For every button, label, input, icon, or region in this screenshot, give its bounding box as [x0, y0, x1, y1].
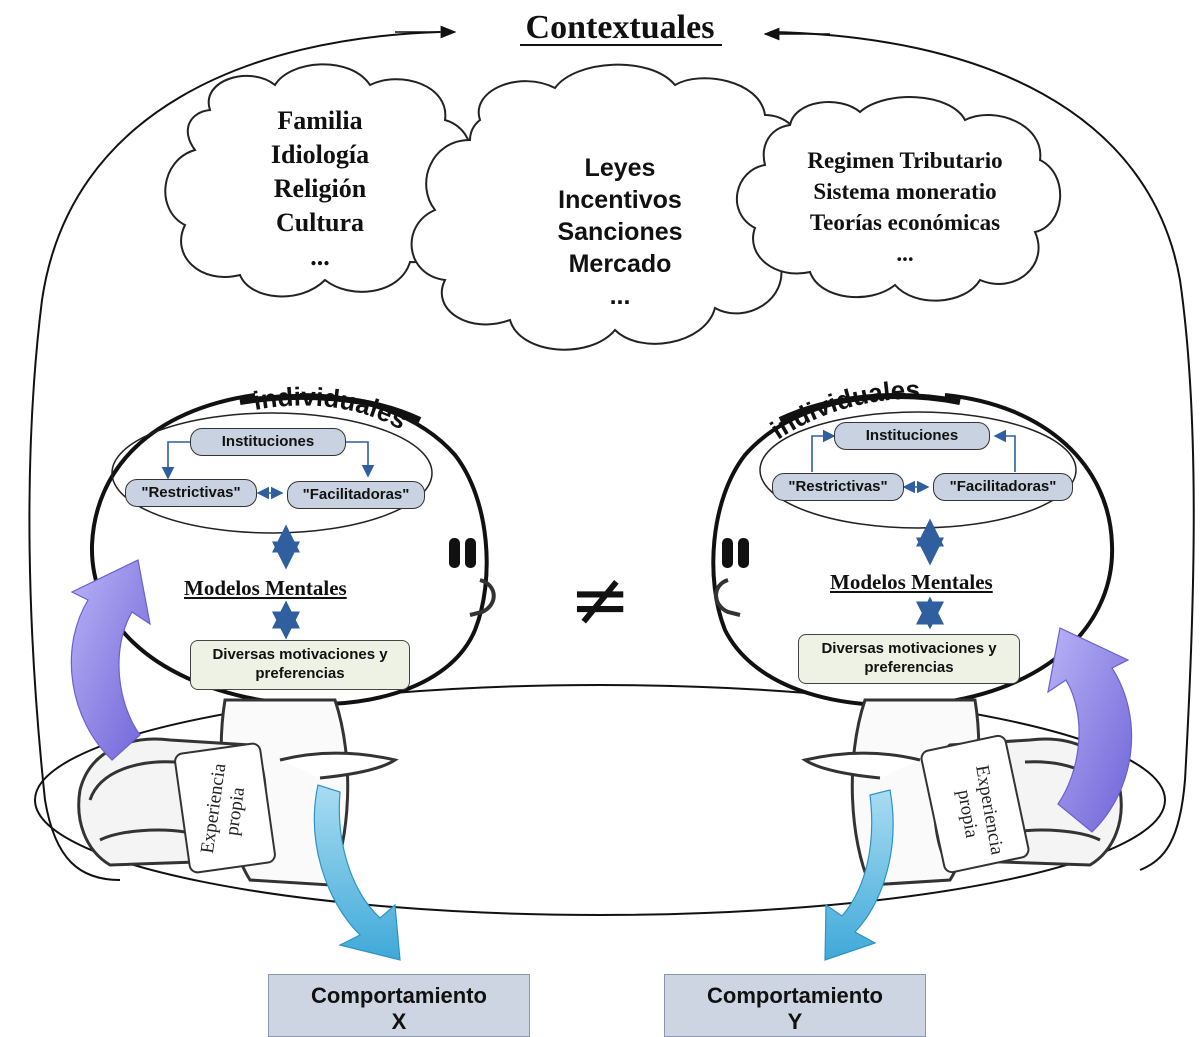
right-motivations-box: Diversas motivaciones y preferencias — [798, 634, 1020, 684]
cloud-right-text: Regimen Tributario Sistema moneratio Teo… — [770, 145, 1040, 269]
left-motivations-line: Diversas motivaciones y — [212, 646, 388, 663]
cloud-center-line: Mercado — [568, 250, 672, 278]
not-equal-symbol: ≠ — [568, 557, 631, 643]
right-institutions-pill: Instituciones — [834, 422, 990, 450]
cloud-right-line: Sistema moneratio — [813, 179, 997, 204]
cloud-center-line: Sanciones — [557, 218, 683, 246]
right-behavior-arrow — [824, 789, 894, 961]
left-motivations-line: preferencias — [255, 665, 345, 682]
cloud-center-shape — [410, 63, 814, 351]
behavior-x-value: X — [391, 1009, 407, 1034]
right-experience-card — [920, 734, 1030, 874]
right-connectors — [811, 429, 1016, 494]
cloud-left-line: Religión — [273, 174, 367, 203]
cloud-center-text: Leyes Incentivos Sanciones Mercado ... — [510, 152, 730, 312]
page-title: Contextuales — [525, 9, 715, 46]
cloud-left-line: Cultura — [275, 208, 365, 237]
floor-ellipse — [34, 684, 1166, 916]
cloud-right-line: Teorías económicas — [809, 210, 1001, 235]
left-enabling-pill: "Facilitadoras" — [287, 481, 425, 509]
behavior-y-box: Comportamiento Y — [664, 974, 926, 1037]
left-restrictive-pill: "Restrictivas" — [125, 479, 257, 507]
left-feedback-arrow — [70, 559, 151, 761]
behavior-x-box: Comportamiento X — [268, 974, 530, 1037]
cloud-center-line: Leyes — [584, 154, 656, 182]
left-mental-models: Modelos Mentales — [184, 576, 347, 600]
cloud-left-text: Familia Idiología Religión Cultura ... — [215, 104, 425, 274]
cloud-right-shape — [736, 96, 1062, 302]
left-connectors — [161, 441, 375, 500]
left-motivations-box: Diversas motivaciones y preferencias — [190, 640, 410, 690]
cloud-left-line: Familia — [277, 106, 363, 135]
cloud-left-line: ... — [310, 242, 330, 271]
right-motivations-line: Diversas motivaciones y — [821, 640, 997, 657]
behavior-y-label: Comportamiento — [707, 983, 883, 1008]
right-feedback-arrow — [1047, 627, 1133, 833]
cloud-right-line: ... — [896, 241, 914, 266]
right-head — [711, 393, 1115, 708]
right-mental-models: Modelos Mentales — [830, 570, 993, 594]
context-boundary-right — [769, 31, 1195, 871]
left-behavior-arrow — [313, 784, 401, 961]
left-experience-card — [174, 742, 276, 874]
cloud-center-line: ... — [609, 282, 631, 310]
right-enabling-pill: "Facilitadoras" — [933, 473, 1073, 501]
cloud-right-line: Regimen Tributario — [807, 148, 1003, 173]
right-motivations-line: preferencias — [864, 659, 954, 676]
behavior-y-value: Y — [787, 1009, 803, 1034]
behavior-x-label: Comportamiento — [311, 983, 487, 1008]
left-institutions-pill: Instituciones — [190, 428, 346, 456]
cloud-center-line: Incentivos — [558, 186, 682, 214]
right-restrictive-pill: "Restrictivas" — [772, 473, 904, 501]
cloud-left-line: Idiología — [270, 140, 370, 169]
